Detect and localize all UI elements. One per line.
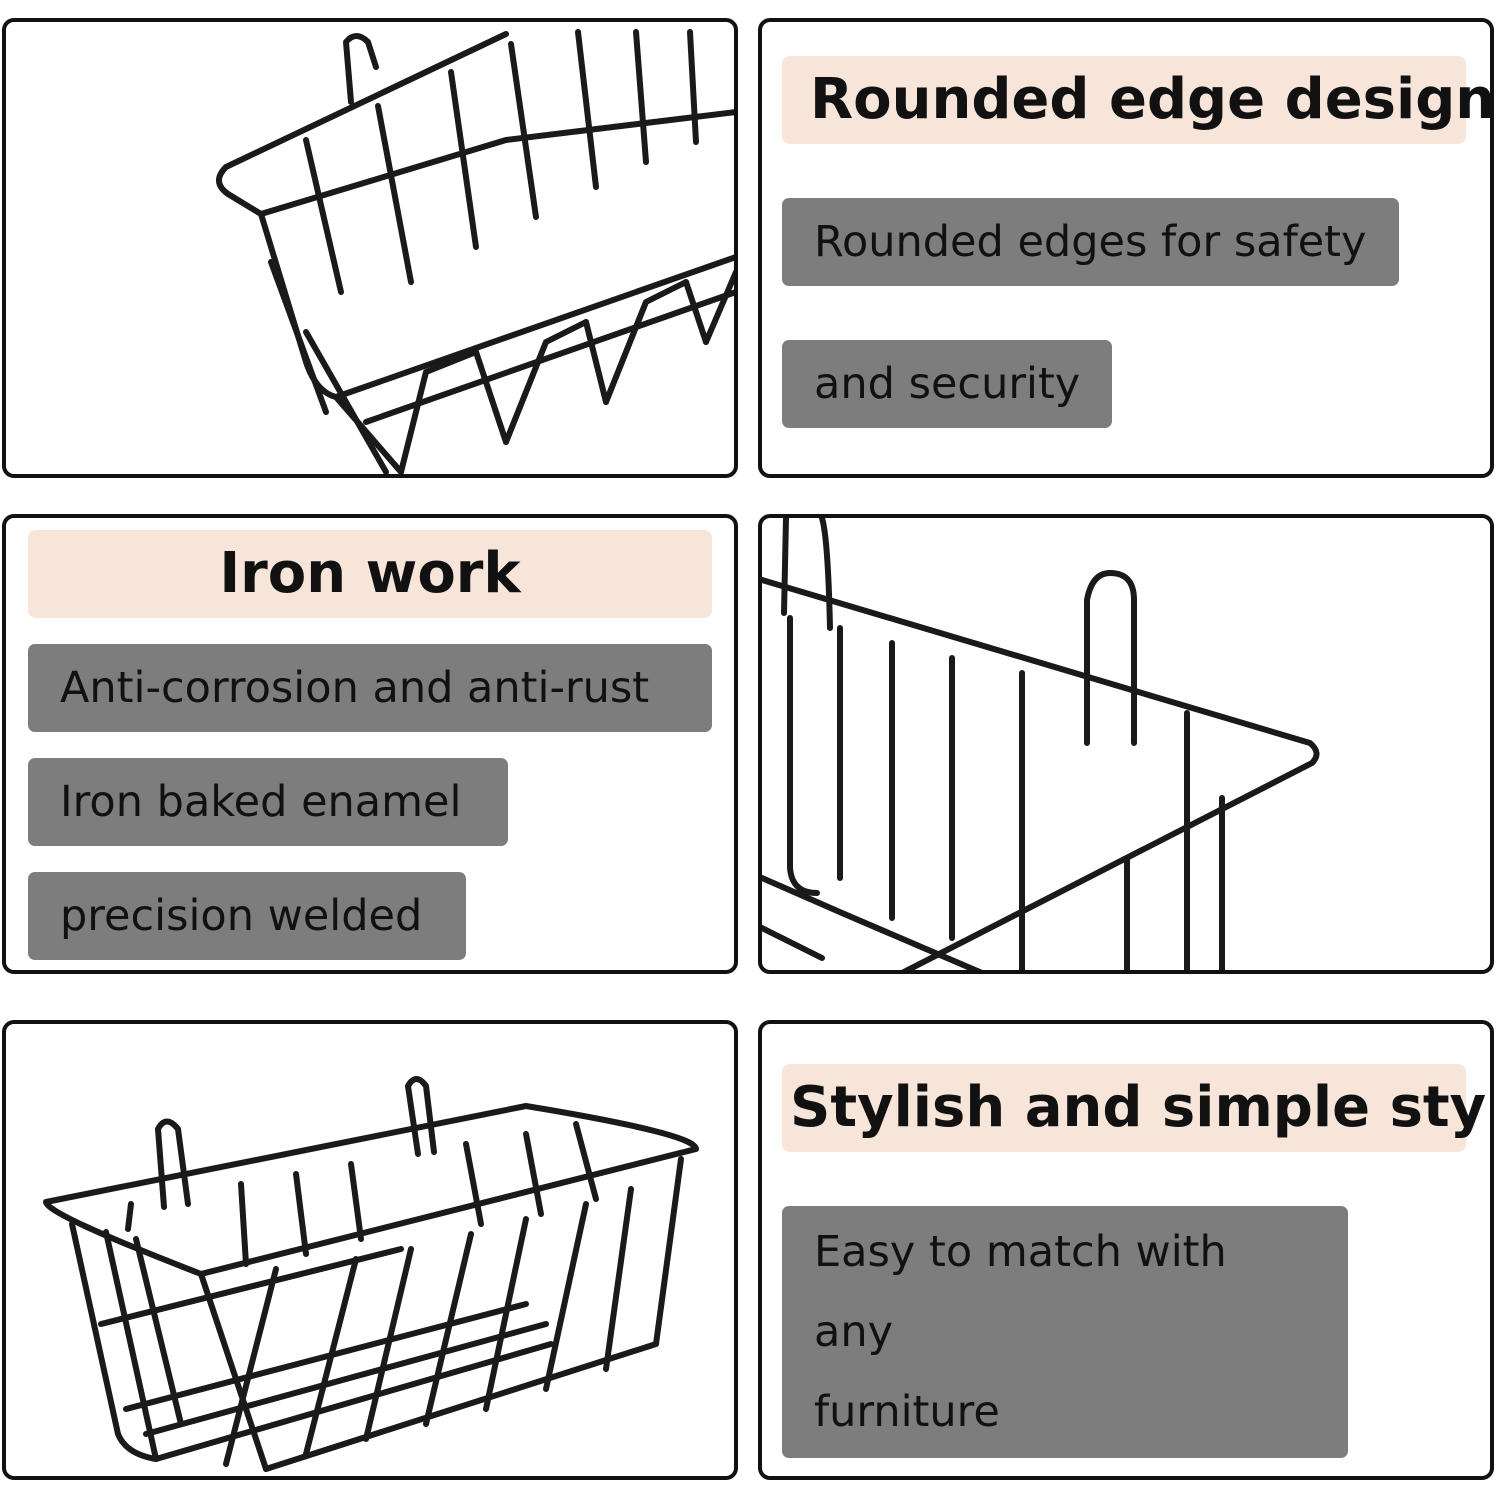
stylish-style-line-1: Easy to match with any (814, 1227, 1227, 1357)
iron-work-heading: Iron work (28, 530, 712, 618)
wire-basket-full-icon (43, 1076, 699, 1472)
basket-full-panel (2, 1020, 738, 1480)
iron-work-line-1: Anti-corrosion and anti-rust (28, 644, 712, 732)
basket-corner-panel (758, 514, 1494, 974)
iron-work-line-3: precision welded (28, 872, 466, 960)
iron-work-line-2: Iron baked enamel (28, 758, 508, 846)
rounded-edge-panel: Rounded edge design Rounded edges for sa… (758, 18, 1494, 478)
wire-basket-corner-icon (762, 518, 1320, 970)
rounded-edge-line-1: Rounded edges for safety (782, 198, 1399, 286)
stylish-style-panel: Stylish and simple style Easy to match w… (758, 1020, 1494, 1480)
stylish-style-heading: Stylish and simple style (782, 1064, 1490, 1152)
stylish-style-description: Easy to match with any furniture (782, 1206, 1348, 1458)
wire-basket-closeup-icon (216, 29, 734, 474)
rounded-edge-line-2: and security (782, 340, 1113, 428)
rounded-edge-heading: Rounded edge design (782, 56, 1490, 144)
basket-closeup-panel (2, 18, 738, 478)
iron-work-panel: Iron work Anti-corrosion and anti-rust I… (2, 514, 738, 974)
stylish-style-line-2: furniture (814, 1387, 1000, 1437)
